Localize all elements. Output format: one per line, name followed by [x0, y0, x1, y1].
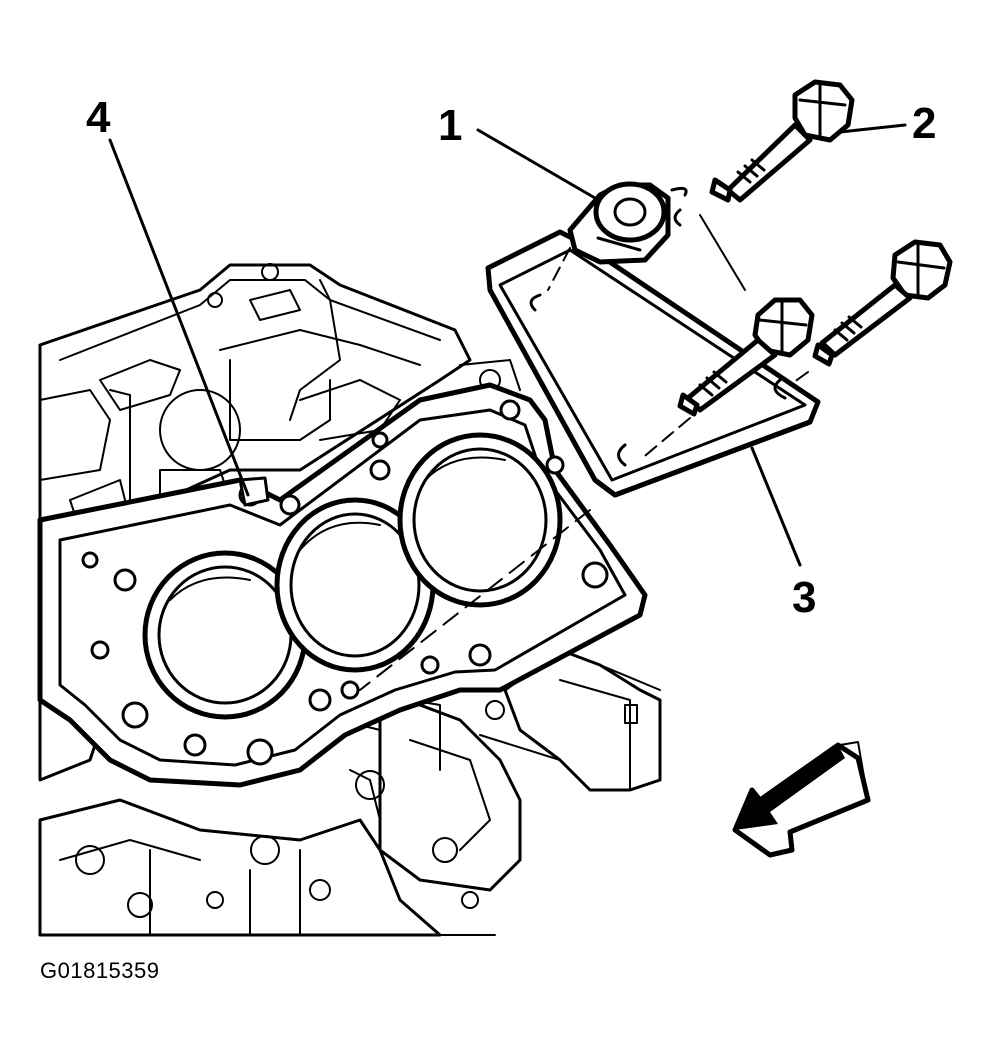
alignment-dash-deck [359, 509, 591, 691]
leader-line-3 [750, 446, 802, 567]
leader-line-2 [838, 123, 907, 134]
callout-1: 1 [438, 101, 462, 150]
engine-block [38, 263, 662, 937]
callout-3: 3 [792, 573, 816, 622]
cylinder-deck [37, 382, 648, 788]
alignment-dash-bushing [547, 247, 571, 291]
direction-arrow-icon [732, 741, 871, 858]
leader-bolt-to-bolt [699, 214, 746, 291]
tool-plate [485, 186, 821, 498]
spacer-bushing [567, 181, 671, 265]
callout-4: 4 [86, 93, 111, 142]
alignment-dash-middle [639, 417, 691, 461]
alignment-dash-right [789, 371, 809, 386]
bolt-middle [677, 297, 815, 417]
leader-line-1 [476, 128, 597, 200]
leader-line-4 [108, 138, 250, 497]
bolt-far-right [812, 239, 953, 367]
figure-id: G01815359 [40, 958, 160, 983]
callout-2: 2 [912, 99, 936, 148]
bolt-upper-right [709, 79, 855, 203]
